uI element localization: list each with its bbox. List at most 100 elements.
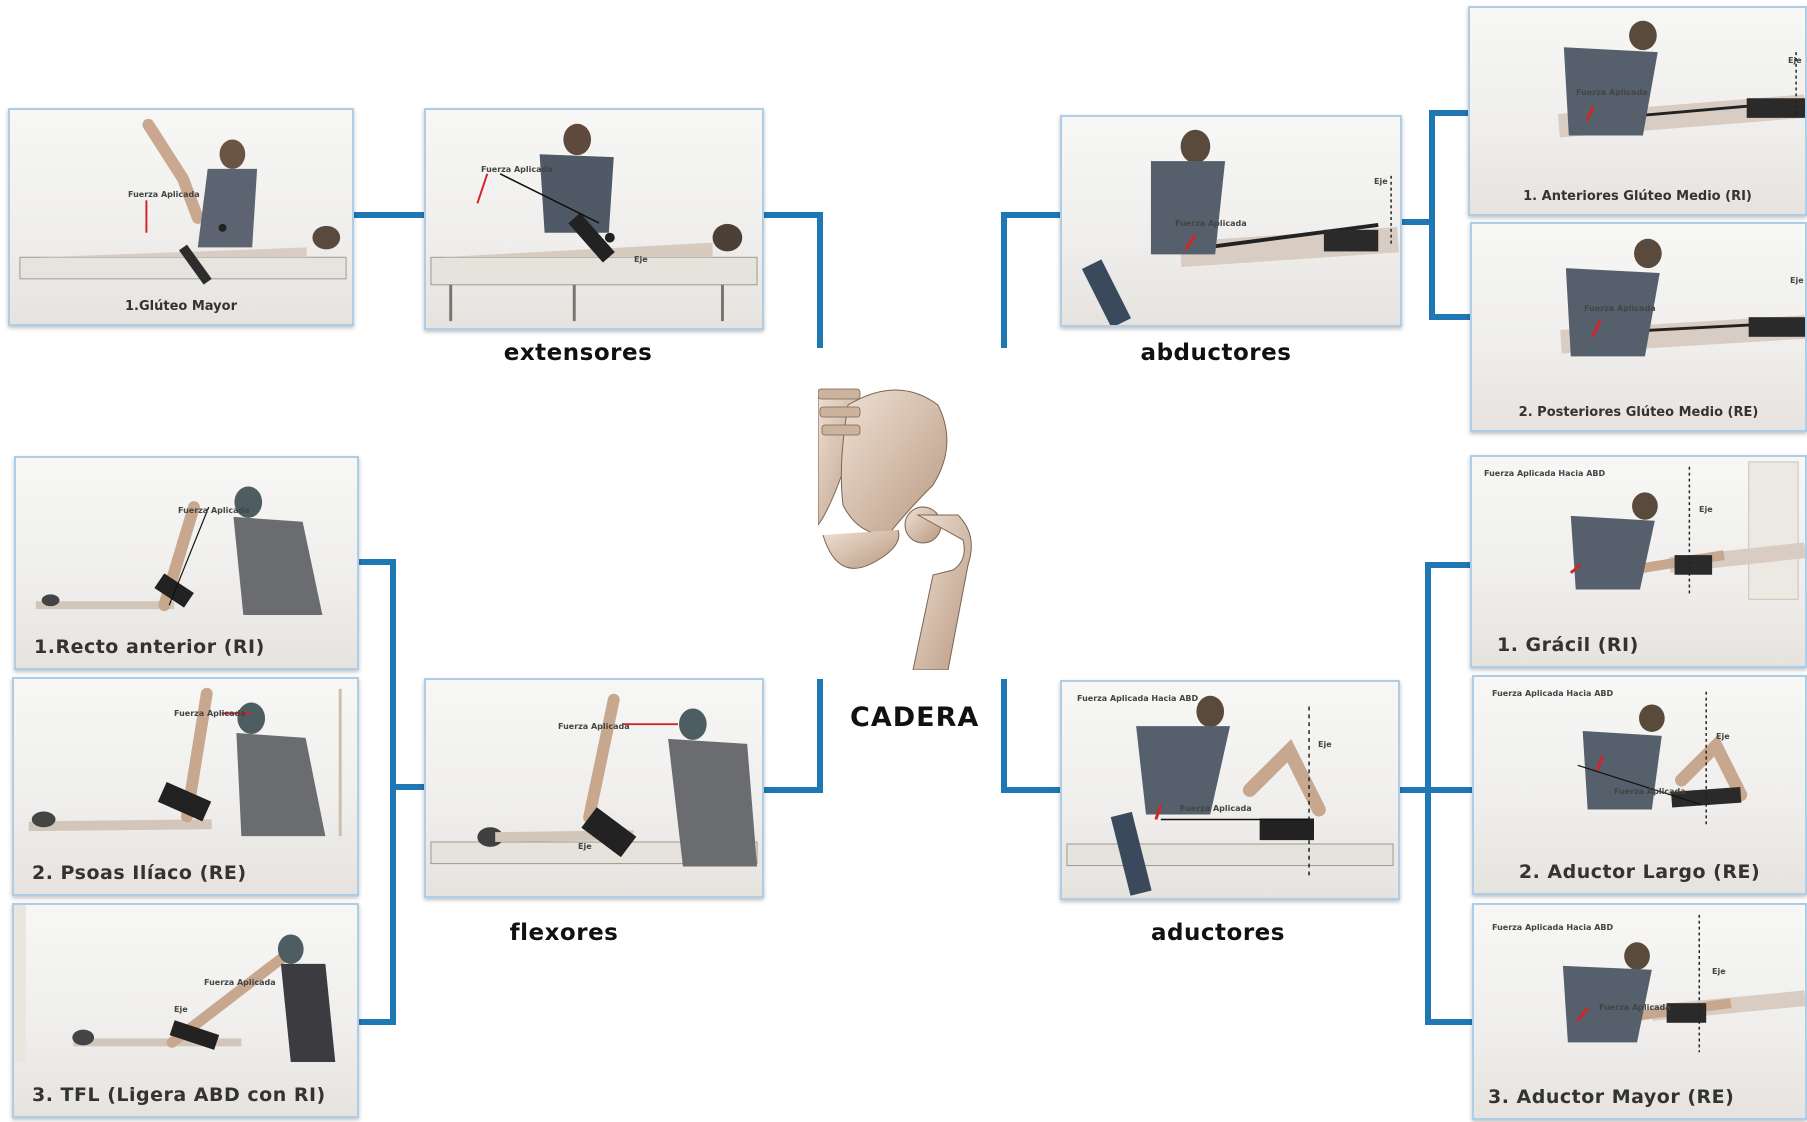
therapist-body <box>236 733 325 836</box>
caption-tfl: 3. TFL (Ligera ABD con RI) <box>14 1084 357 1106</box>
axis-label: Eje <box>1788 56 1802 65</box>
group-label-aductores: aductores <box>1068 920 1368 946</box>
photo-gracil: Fuerza Aplicada Hacia ABD Eje 1. Grácil … <box>1470 455 1807 668</box>
axis-label: Eje <box>174 1005 188 1014</box>
therapist-body <box>1136 726 1230 814</box>
patient-body <box>441 243 713 258</box>
therapist-head <box>220 139 246 168</box>
therapist-head <box>1632 492 1658 519</box>
force-label: Fuerza Aplicada <box>1175 219 1247 228</box>
shorts <box>1675 555 1713 575</box>
photo-abductores: Fuerza Aplicada Eje <box>1060 115 1402 327</box>
force-label: Fuerza Aplicada <box>558 722 630 731</box>
therapist-head <box>1629 21 1657 50</box>
axis-label: Eje <box>1716 732 1730 741</box>
patient-body <box>40 247 307 257</box>
bracket-abductores-right <box>1432 113 1470 317</box>
patient-head <box>713 224 743 251</box>
force-arrow <box>477 174 487 203</box>
therapist-head <box>1624 942 1650 969</box>
axis-label: Eje <box>1790 276 1804 285</box>
force-abd-label: Fuerza Aplicada Hacia ABD <box>1484 469 1605 478</box>
stretch-illustration <box>426 110 762 328</box>
hip-bone-illustration <box>818 385 998 670</box>
therapist-body <box>198 169 257 248</box>
caption-psoas-iliaco: 2. Psoas Ilíaco (RE) <box>14 862 357 884</box>
caption-gracil: 1. Grácil (RI) <box>1472 634 1805 656</box>
connector-flexores-center <box>763 682 820 790</box>
therapist-head <box>278 934 304 963</box>
therapist-body <box>1151 161 1225 254</box>
group-label-flexores: flexores <box>414 920 714 946</box>
photo-flexores: Fuerza Aplicada Eje <box>424 678 764 898</box>
stretch-illustration <box>426 680 762 896</box>
axis-dot <box>219 224 227 232</box>
force-label: Fuerza Aplicada <box>204 978 276 987</box>
force-label: Fuerza Aplicada <box>1614 787 1686 796</box>
axis-label: Eje <box>1699 505 1713 514</box>
photo-posteriores-gluteo-medio: Fuerza Aplicada Eje 2. Posteriores Glúte… <box>1470 222 1807 432</box>
therapist-head <box>237 703 265 734</box>
photo-psoas-iliaco: Fuerza Aplicada 2. Psoas Ilíaco (RE) <box>12 677 359 896</box>
caption-aductor-mayor: 3. Aductor Mayor (RE) <box>1474 1086 1805 1108</box>
force-label: Fuerza Aplicada <box>481 165 553 174</box>
stretch-illustration <box>1062 682 1398 898</box>
force-abd-label: Fuerza Aplicada Hacia ABD <box>1077 694 1198 703</box>
lifted-leg <box>148 125 197 218</box>
photo-aductor-mayor: Fuerza Aplicada Hacia ABD Fuerza Aplicad… <box>1472 903 1807 1120</box>
shorts <box>1324 230 1378 252</box>
caption-posteriores-gluteo-medio: 2. Posteriores Glúteo Medio (RE) <box>1472 405 1805 420</box>
therapist-head <box>1181 130 1211 163</box>
group-label-abductores: abductores <box>1066 340 1366 366</box>
axis-label: Eje <box>578 842 592 851</box>
axis-label: Eje <box>1712 967 1726 976</box>
therapist-legs <box>1121 815 1141 894</box>
force-label: Fuerza Aplicada <box>1584 304 1656 313</box>
therapist-head <box>679 708 707 739</box>
connector-extensores-center <box>763 215 820 345</box>
shorts <box>1749 317 1805 337</box>
force-abd-label: Fuerza Aplicada Hacia ABD <box>1492 689 1613 698</box>
bracket-aductores-right <box>1428 565 1470 1022</box>
caption-anteriores-gluteo-medio: 1. Anteriores Glúteo Medio (RI) <box>1470 189 1805 204</box>
bent-leg <box>1681 746 1740 795</box>
raised-leg <box>589 700 614 818</box>
therapist-body <box>281 964 335 1062</box>
photo-recto-anterior: Fuerza Aplicada 1.Recto anterior (RI) <box>14 456 359 670</box>
axis-label: Eje <box>1374 177 1388 186</box>
force-label: Fuerza Aplicada <box>1576 88 1648 97</box>
therapist-head <box>1639 704 1665 731</box>
bracket-flexores-left <box>360 562 393 1022</box>
axis-dot <box>605 233 615 243</box>
photo-aductores: Fuerza Aplicada Hacia ABD Fuerza Aplicad… <box>1060 680 1400 900</box>
photo-aductor-largo: Fuerza Aplicada Hacia ABD Fuerza Aplicad… <box>1472 675 1807 895</box>
center-title: CADERA <box>850 702 979 733</box>
photo-gluteo-mayor: Fuerza Aplicada 1.Glúteo Mayor <box>8 108 354 326</box>
group-label-extensores: extensores <box>428 340 728 366</box>
force-abd-label: Fuerza Aplicada Hacia ABD <box>1492 923 1613 932</box>
photo-anteriores-gluteo-medio: Fuerza Aplicada Eje 1. Anteriores Glúteo… <box>1468 6 1807 216</box>
force-label: Fuerza Aplicada <box>178 506 250 515</box>
stretch-illustration <box>10 110 352 324</box>
shorts <box>1667 1003 1707 1023</box>
force-label: Fuerza Aplicada <box>1599 1003 1671 1012</box>
stretch-illustration <box>1472 224 1805 430</box>
patient-head <box>312 226 340 250</box>
therapist-head <box>1634 239 1662 268</box>
therapist-body <box>1571 516 1655 590</box>
caption-aductor-largo: 2. Aductor Largo (RE) <box>1474 861 1805 883</box>
connector-center-abductores <box>1004 215 1060 345</box>
pelvis-femur-icon <box>818 385 998 670</box>
caption-gluteo-mayor: 1.Glúteo Mayor <box>10 299 352 314</box>
force-label: Fuerza Aplicada <box>128 190 200 199</box>
photo-tfl: Fuerza Aplicada Eje 3. TFL (Ligera ABD c… <box>12 903 359 1118</box>
axis-label: Eje <box>1318 740 1332 749</box>
stretch-illustration <box>1470 8 1805 214</box>
force-label: Fuerza Aplicada <box>1180 804 1252 813</box>
therapist-legs <box>1092 264 1122 323</box>
caption-recto-anterior: 1.Recto anterior (RI) <box>16 636 357 658</box>
connector-center-aductores <box>1004 682 1060 790</box>
shorts <box>162 792 206 812</box>
therapist-body <box>233 517 322 615</box>
therapist-body <box>668 739 757 867</box>
